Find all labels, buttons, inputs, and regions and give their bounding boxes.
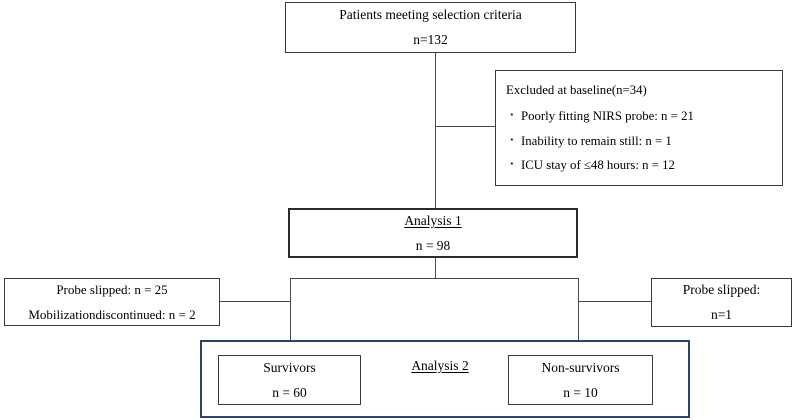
right-dropout-count: n=1 (710, 307, 733, 322)
node-patients-meeting-criteria: Patients meeting selection criteria n=13… (285, 2, 576, 53)
node-excluded-at-baseline: Excluded at baseline(n=34) Poorly fittin… (495, 70, 783, 186)
connector-to-excluded-box (436, 126, 496, 127)
connector-to-left-dropout (220, 301, 291, 302)
node-survivors: Survivors n = 60 (218, 355, 361, 405)
nonsurvivors-title: Non-survivors (541, 359, 620, 375)
node-top-count: n=132 (413, 32, 448, 47)
connector-top-to-analysis1 (435, 53, 436, 209)
analysis2-title: Analysis 2 (411, 358, 469, 373)
node-left-dropouts: Probe slipped: n = 25 Mobilizationdiscon… (4, 278, 220, 326)
analysis2-label: Analysis 2 (380, 358, 500, 374)
nonsurvivors-count: n = 10 (563, 384, 598, 400)
excluded-reason-item: Inability to remain still: n = 1 (506, 130, 774, 149)
node-non-survivors: Non-survivors n = 10 (508, 355, 653, 405)
connector-to-right-dropout (578, 301, 652, 302)
excluded-reason-item: ICU stay of ≤48 hours: n = 12 (506, 155, 774, 173)
connector-drop-to-survivors (290, 278, 291, 356)
excluded-header: Excluded at baseline(n=34) (506, 83, 647, 98)
node-analysis-1: Analysis 1 n = 98 (288, 208, 578, 258)
analysis1-count: n = 98 (415, 237, 451, 253)
left-dropout-line2: Mobilizationdiscontinued: n = 2 (28, 306, 196, 322)
excluded-reason-item: Poorly fitting NIRS probe: n = 21 (506, 106, 774, 124)
survivors-count: n = 60 (272, 384, 307, 400)
left-dropout-line1: Probe slipped: n = 25 (56, 282, 168, 298)
connector-analysis1-to-split (435, 258, 436, 279)
right-dropout-line1: Probe slipped: (682, 282, 761, 298)
node-right-dropouts: Probe slipped: n=1 (651, 278, 792, 327)
excluded-reason-list: Poorly fitting NIRS probe: n = 21 Inabil… (506, 100, 774, 172)
analysis1-title: Analysis 1 (404, 212, 462, 228)
connector-drop-to-nonsurvivors (578, 278, 579, 356)
survivors-title: Survivors (263, 359, 316, 375)
node-top-line1: Patients meeting selection criteria (339, 7, 522, 23)
connector-split-bar (290, 278, 579, 279)
